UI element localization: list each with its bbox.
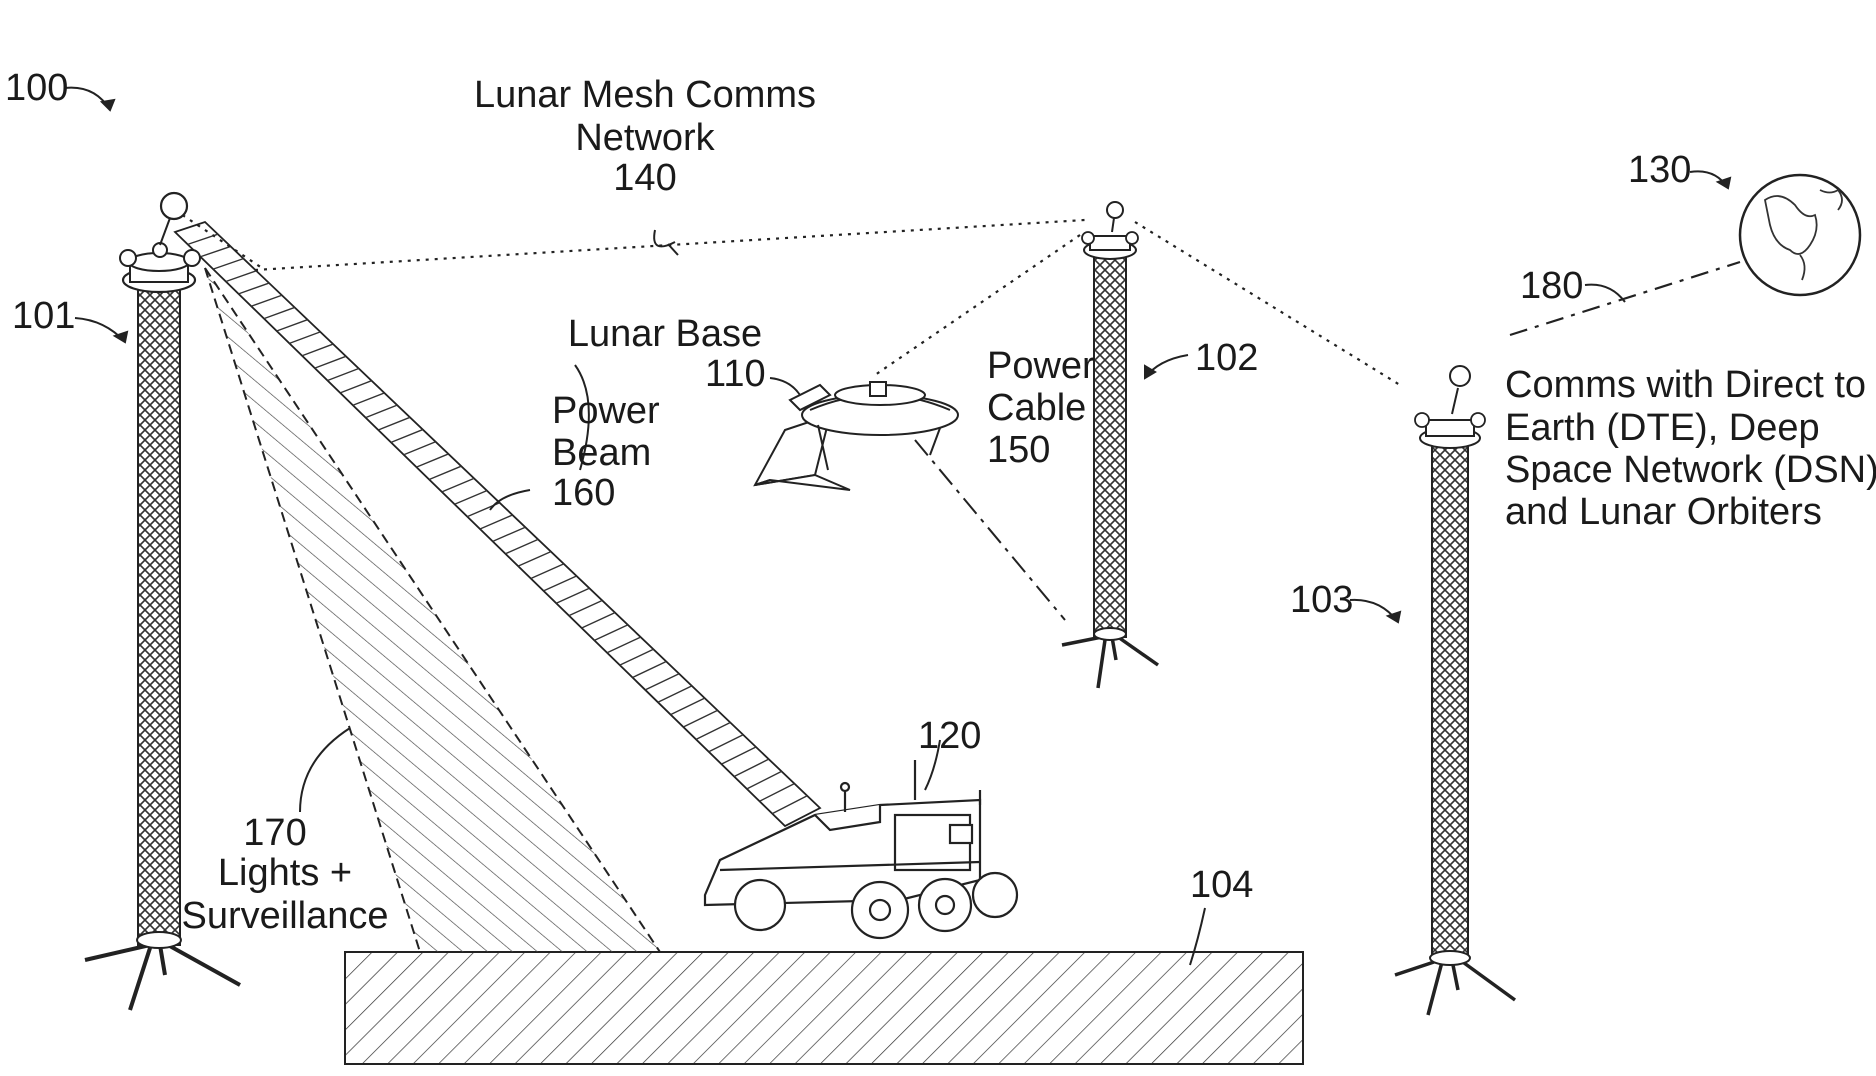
lights-label-2: Surveillance [182, 895, 389, 937]
ref-103: 103 [1290, 579, 1353, 621]
lunar-base-110 [755, 382, 958, 490]
ref-101: 101 [12, 295, 75, 337]
power-cable-label-2: Cable [987, 387, 1086, 429]
tower-103 [1395, 366, 1515, 1015]
lights-label-1: Lights + [218, 852, 352, 894]
ref-102: 102 [1195, 337, 1258, 379]
ref-110: 110 [705, 353, 766, 395]
dte-label-1: Comms with Direct to [1505, 364, 1866, 406]
ref-130: 130 [1628, 149, 1691, 191]
power-beam-label-1: Power [552, 390, 660, 432]
ref-170: 170 [243, 812, 306, 854]
mesh-comms-links [175, 210, 1740, 385]
ref-100: 100 [5, 67, 68, 109]
ref-140: 140 [613, 157, 676, 199]
lunar-ground-104 [345, 952, 1303, 1064]
tower-102 [1062, 202, 1158, 688]
mesh-network-label-1: Lunar Mesh Comms [474, 74, 816, 116]
power-beam-label-2: Beam [552, 432, 651, 474]
dte-label-3: Space Network (DSN), [1505, 449, 1876, 491]
ref-120: 120 [918, 715, 981, 757]
earth-130 [1740, 175, 1860, 295]
mesh-network-label-2: Network [575, 117, 715, 159]
tower-101 [85, 193, 240, 1010]
ref-104: 104 [1190, 864, 1253, 906]
ref-160: 160 [552, 472, 615, 514]
dte-label-4: and Lunar Orbiters [1505, 491, 1822, 533]
lunar-base-label: Lunar Base [568, 313, 762, 355]
power-cable-label-1: Power [987, 345, 1095, 387]
ref-150: 150 [987, 429, 1050, 471]
ref-180: 180 [1520, 265, 1583, 307]
dte-label-2: Earth (DTE), Deep [1505, 407, 1820, 449]
